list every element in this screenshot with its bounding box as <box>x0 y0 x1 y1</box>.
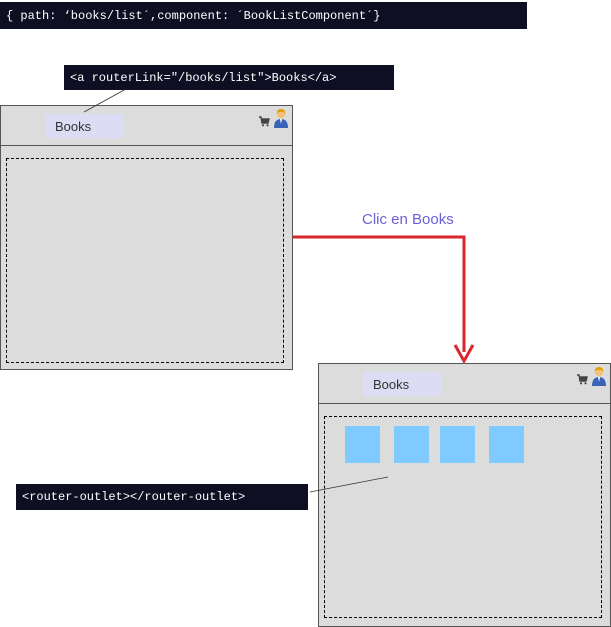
books-link[interactable]: Books <box>363 372 442 396</box>
book-card[interactable] <box>394 426 429 463</box>
transition-arrow <box>293 235 466 352</box>
transition-label: Clic en Books <box>362 211 454 228</box>
toolbar: Books <box>319 364 610 404</box>
cart-icon[interactable] <box>577 374 588 385</box>
routerlink-leader-line <box>83 88 127 113</box>
toolbar: Books <box>1 106 292 146</box>
user-icon[interactable] <box>591 366 607 386</box>
route-config-code: { path: ‘books/list´,component: ´BookLis… <box>0 2 527 29</box>
book-card[interactable] <box>345 426 380 463</box>
user-icon[interactable] <box>273 108 289 128</box>
routerlink-code: <a routerLink="/books/list">Books</a> <box>64 65 394 90</box>
cart-icon[interactable] <box>259 116 270 127</box>
router-outlet-area <box>324 416 602 618</box>
router-outlet-code: <router-outlet></router-outlet> <box>16 484 308 510</box>
transition-arrowhead <box>453 344 475 365</box>
books-link[interactable]: Books <box>45 114 124 138</box>
router-outlet-area <box>6 158 284 363</box>
book-card[interactable] <box>440 426 475 463</box>
window-after: Books <box>318 363 611 627</box>
window-before: Books <box>0 105 293 370</box>
book-card[interactable] <box>489 426 524 463</box>
outlet-leader-line <box>309 476 389 493</box>
